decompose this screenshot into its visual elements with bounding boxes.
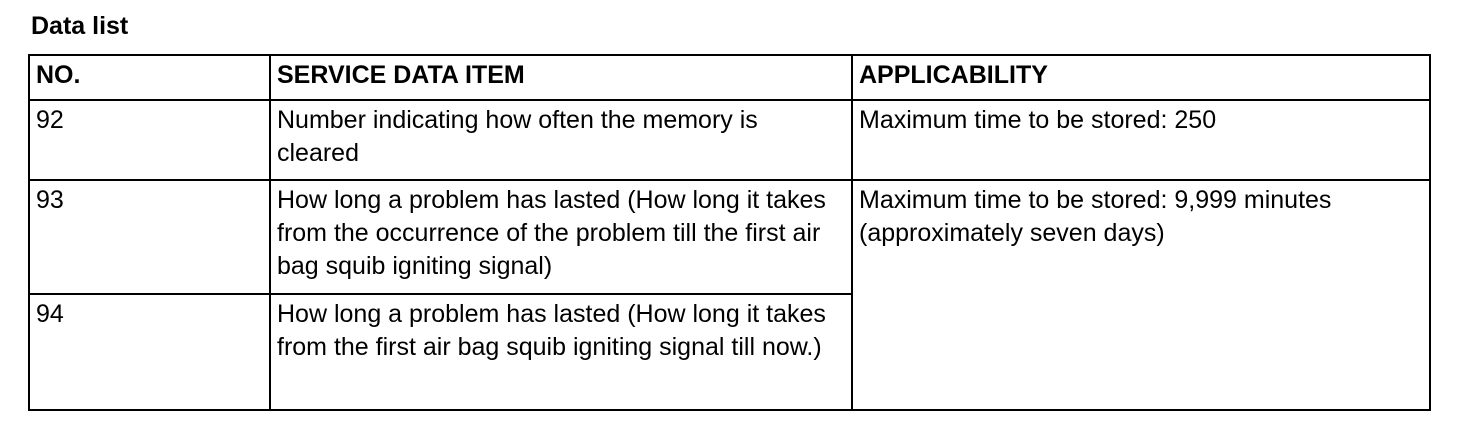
table-row: 94 How long a problem has lasted (How lo… [28, 293, 1430, 411]
row-applicability: Maximum time to be stored: 9,999 minutes… [851, 179, 1431, 411]
header-service-data-item: SERVICE DATA ITEM [269, 54, 853, 101]
page-title: Data list [31, 12, 129, 40]
row-service-data-item: Number indicating how often the memory i… [269, 99, 853, 181]
row-no: 94 [28, 293, 271, 411]
data-list-table: NO. SERVICE DATA ITEM APPLICABILITY 92 N… [28, 54, 1431, 411]
header-no: NO. [28, 54, 271, 101]
table-row: 92 Number indicating how often the memor… [28, 99, 1431, 181]
row-no: 92 [28, 99, 271, 181]
header-applicability: APPLICABILITY [851, 54, 1431, 101]
table-header-row: NO. SERVICE DATA ITEM APPLICABILITY [28, 54, 1431, 101]
row-service-data-item: How long a problem has lasted (How long … [269, 293, 853, 411]
row-no: 93 [28, 179, 271, 295]
row-service-data-item: How long a problem has lasted (How long … [269, 179, 853, 295]
row-applicability: Maximum time to be stored: 250 [851, 99, 1431, 181]
table-row: 93 How long a problem has lasted (How lo… [28, 179, 1431, 411]
